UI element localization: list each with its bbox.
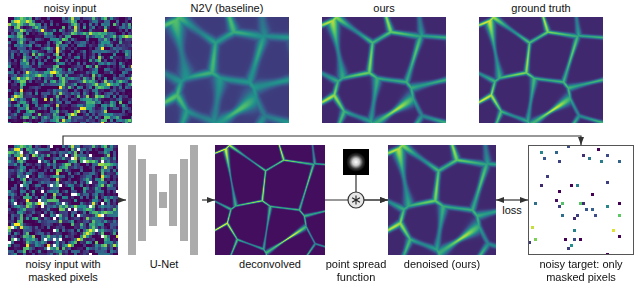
microscopy-image <box>165 17 289 123</box>
microscopy-image <box>322 17 446 123</box>
panel-caption: noisy input <box>8 2 132 15</box>
panel-caption: deconvolved <box>215 258 325 271</box>
panel-caption: noisy input with masked pixels <box>8 258 118 284</box>
microscopy-image <box>528 145 634 255</box>
image-panel: noisy input with masked pixels <box>8 145 118 284</box>
image-panel: noisy input <box>8 2 132 123</box>
panel-caption: ground truth <box>479 2 603 15</box>
microscopy-image <box>8 145 118 255</box>
connector-arrow <box>63 136 581 145</box>
asterisk-symbol <box>352 196 360 205</box>
unet-layer <box>138 159 146 241</box>
image-panel: point spread function <box>316 145 396 285</box>
convolution-circle <box>348 192 364 208</box>
unet-layer <box>128 145 136 255</box>
image-panel: denoised (ours) <box>388 145 496 271</box>
image-panel: ground truth <box>479 2 603 123</box>
image-panel: ours <box>322 2 446 123</box>
image-panel: noisy target: only masked pixels <box>528 145 634 284</box>
unet-layer <box>159 192 167 208</box>
panel-caption: N2V (baseline) <box>165 2 289 15</box>
unet-layer <box>149 174 157 226</box>
unet-layer <box>190 145 198 255</box>
connector-arrow <box>202 199 215 200</box>
microscopy-image <box>479 17 603 123</box>
panel-caption: U-Net <box>126 258 202 271</box>
panel-caption: denoised (ours) <box>388 258 496 271</box>
image-panel: U-Net <box>126 145 202 271</box>
connector-arrow <box>118 199 126 200</box>
panel-caption: point spread function <box>316 258 396 284</box>
edge-label: loss <box>500 204 524 217</box>
panel-caption: noisy target: only masked pixels <box>528 258 634 284</box>
microscopy-image <box>8 17 132 123</box>
unet-layer <box>169 174 177 226</box>
unet-symbol <box>126 145 202 255</box>
image-panel: N2V (baseline) <box>165 2 289 123</box>
connector-arrow <box>496 199 528 200</box>
microscopy-image <box>388 145 496 255</box>
psf-image <box>343 149 369 175</box>
microscopy-image <box>215 145 325 255</box>
unet-layer <box>180 159 188 241</box>
panel-caption: ours <box>322 2 446 15</box>
image-panel: deconvolved <box>215 145 325 271</box>
